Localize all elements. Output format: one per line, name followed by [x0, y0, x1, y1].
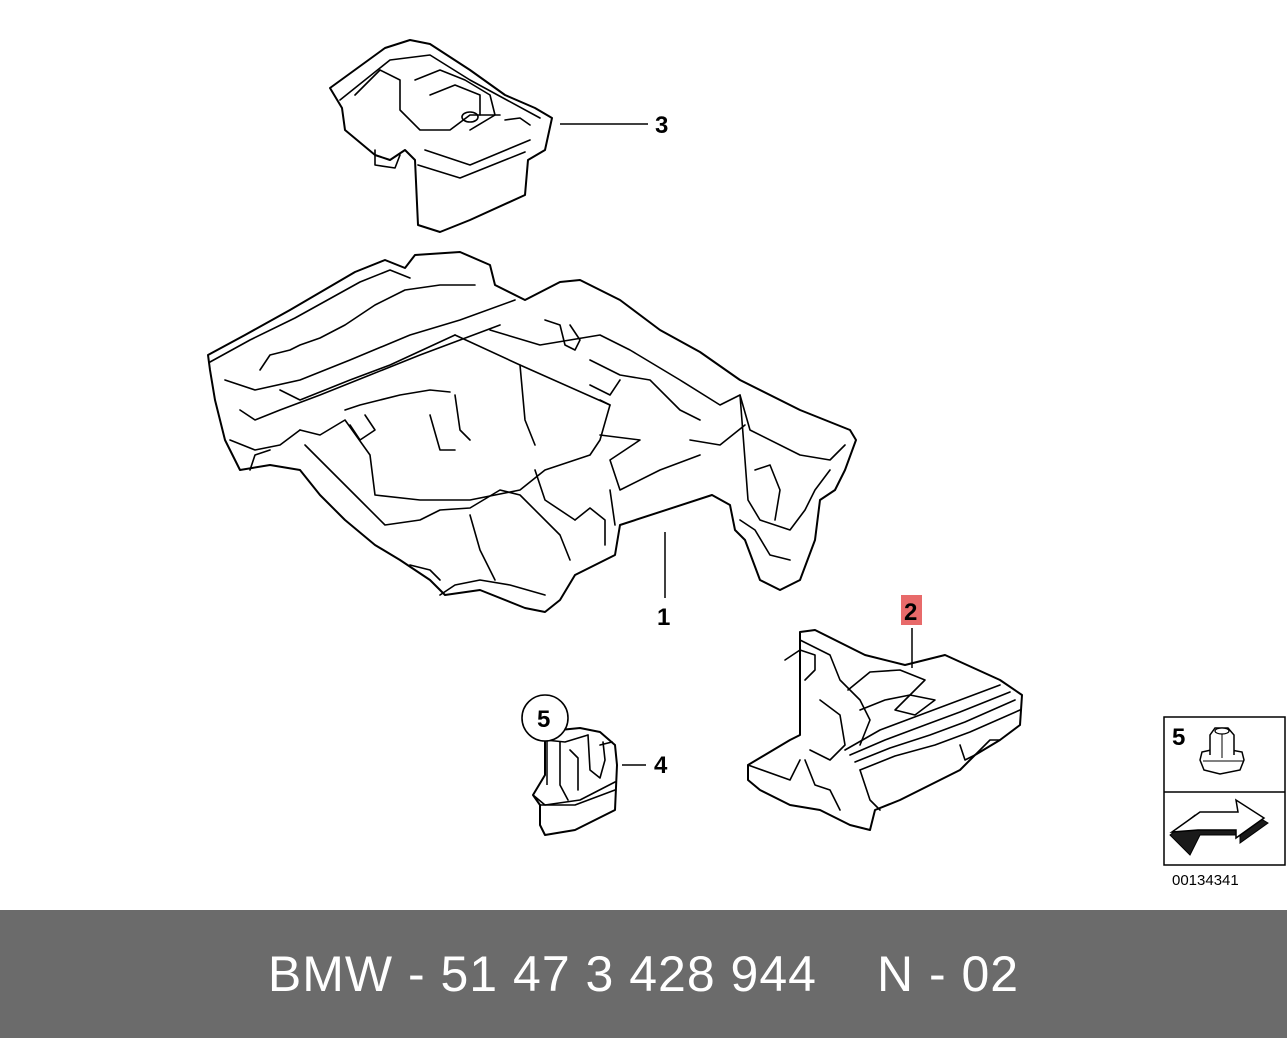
callout-4: 4 — [654, 752, 668, 779]
callout-1: 1 — [657, 604, 670, 631]
legend-box: 5 — [1163, 716, 1286, 866]
legend-number: 5 — [1172, 724, 1185, 751]
callout-5: 5 — [537, 706, 550, 733]
callout-2-highlight — [901, 595, 922, 625]
footer-bar: BMW - 51 47 3 428 944 N - 02 — [0, 910, 1287, 1038]
image-code: 00134341 — [1172, 872, 1239, 889]
footer-part-number: BMW - 51 47 3 428 944 — [267, 946, 817, 1002]
parts-diagram: 3 1 2 4 5 5 00134341 — [207, 39, 1286, 889]
part-2-side-block — [747, 629, 1023, 831]
part-4-clip — [532, 727, 618, 836]
nut-icon — [1199, 727, 1245, 775]
callout-3: 3 — [655, 112, 668, 139]
part-3-tray — [329, 39, 553, 233]
part-1-main-tray — [207, 251, 857, 613]
callout-2: 2 — [904, 599, 917, 626]
direction-arrow-icon — [1169, 798, 1269, 856]
footer-variant: N - 02 — [876, 946, 1020, 1002]
callout-5-circle — [521, 694, 569, 742]
